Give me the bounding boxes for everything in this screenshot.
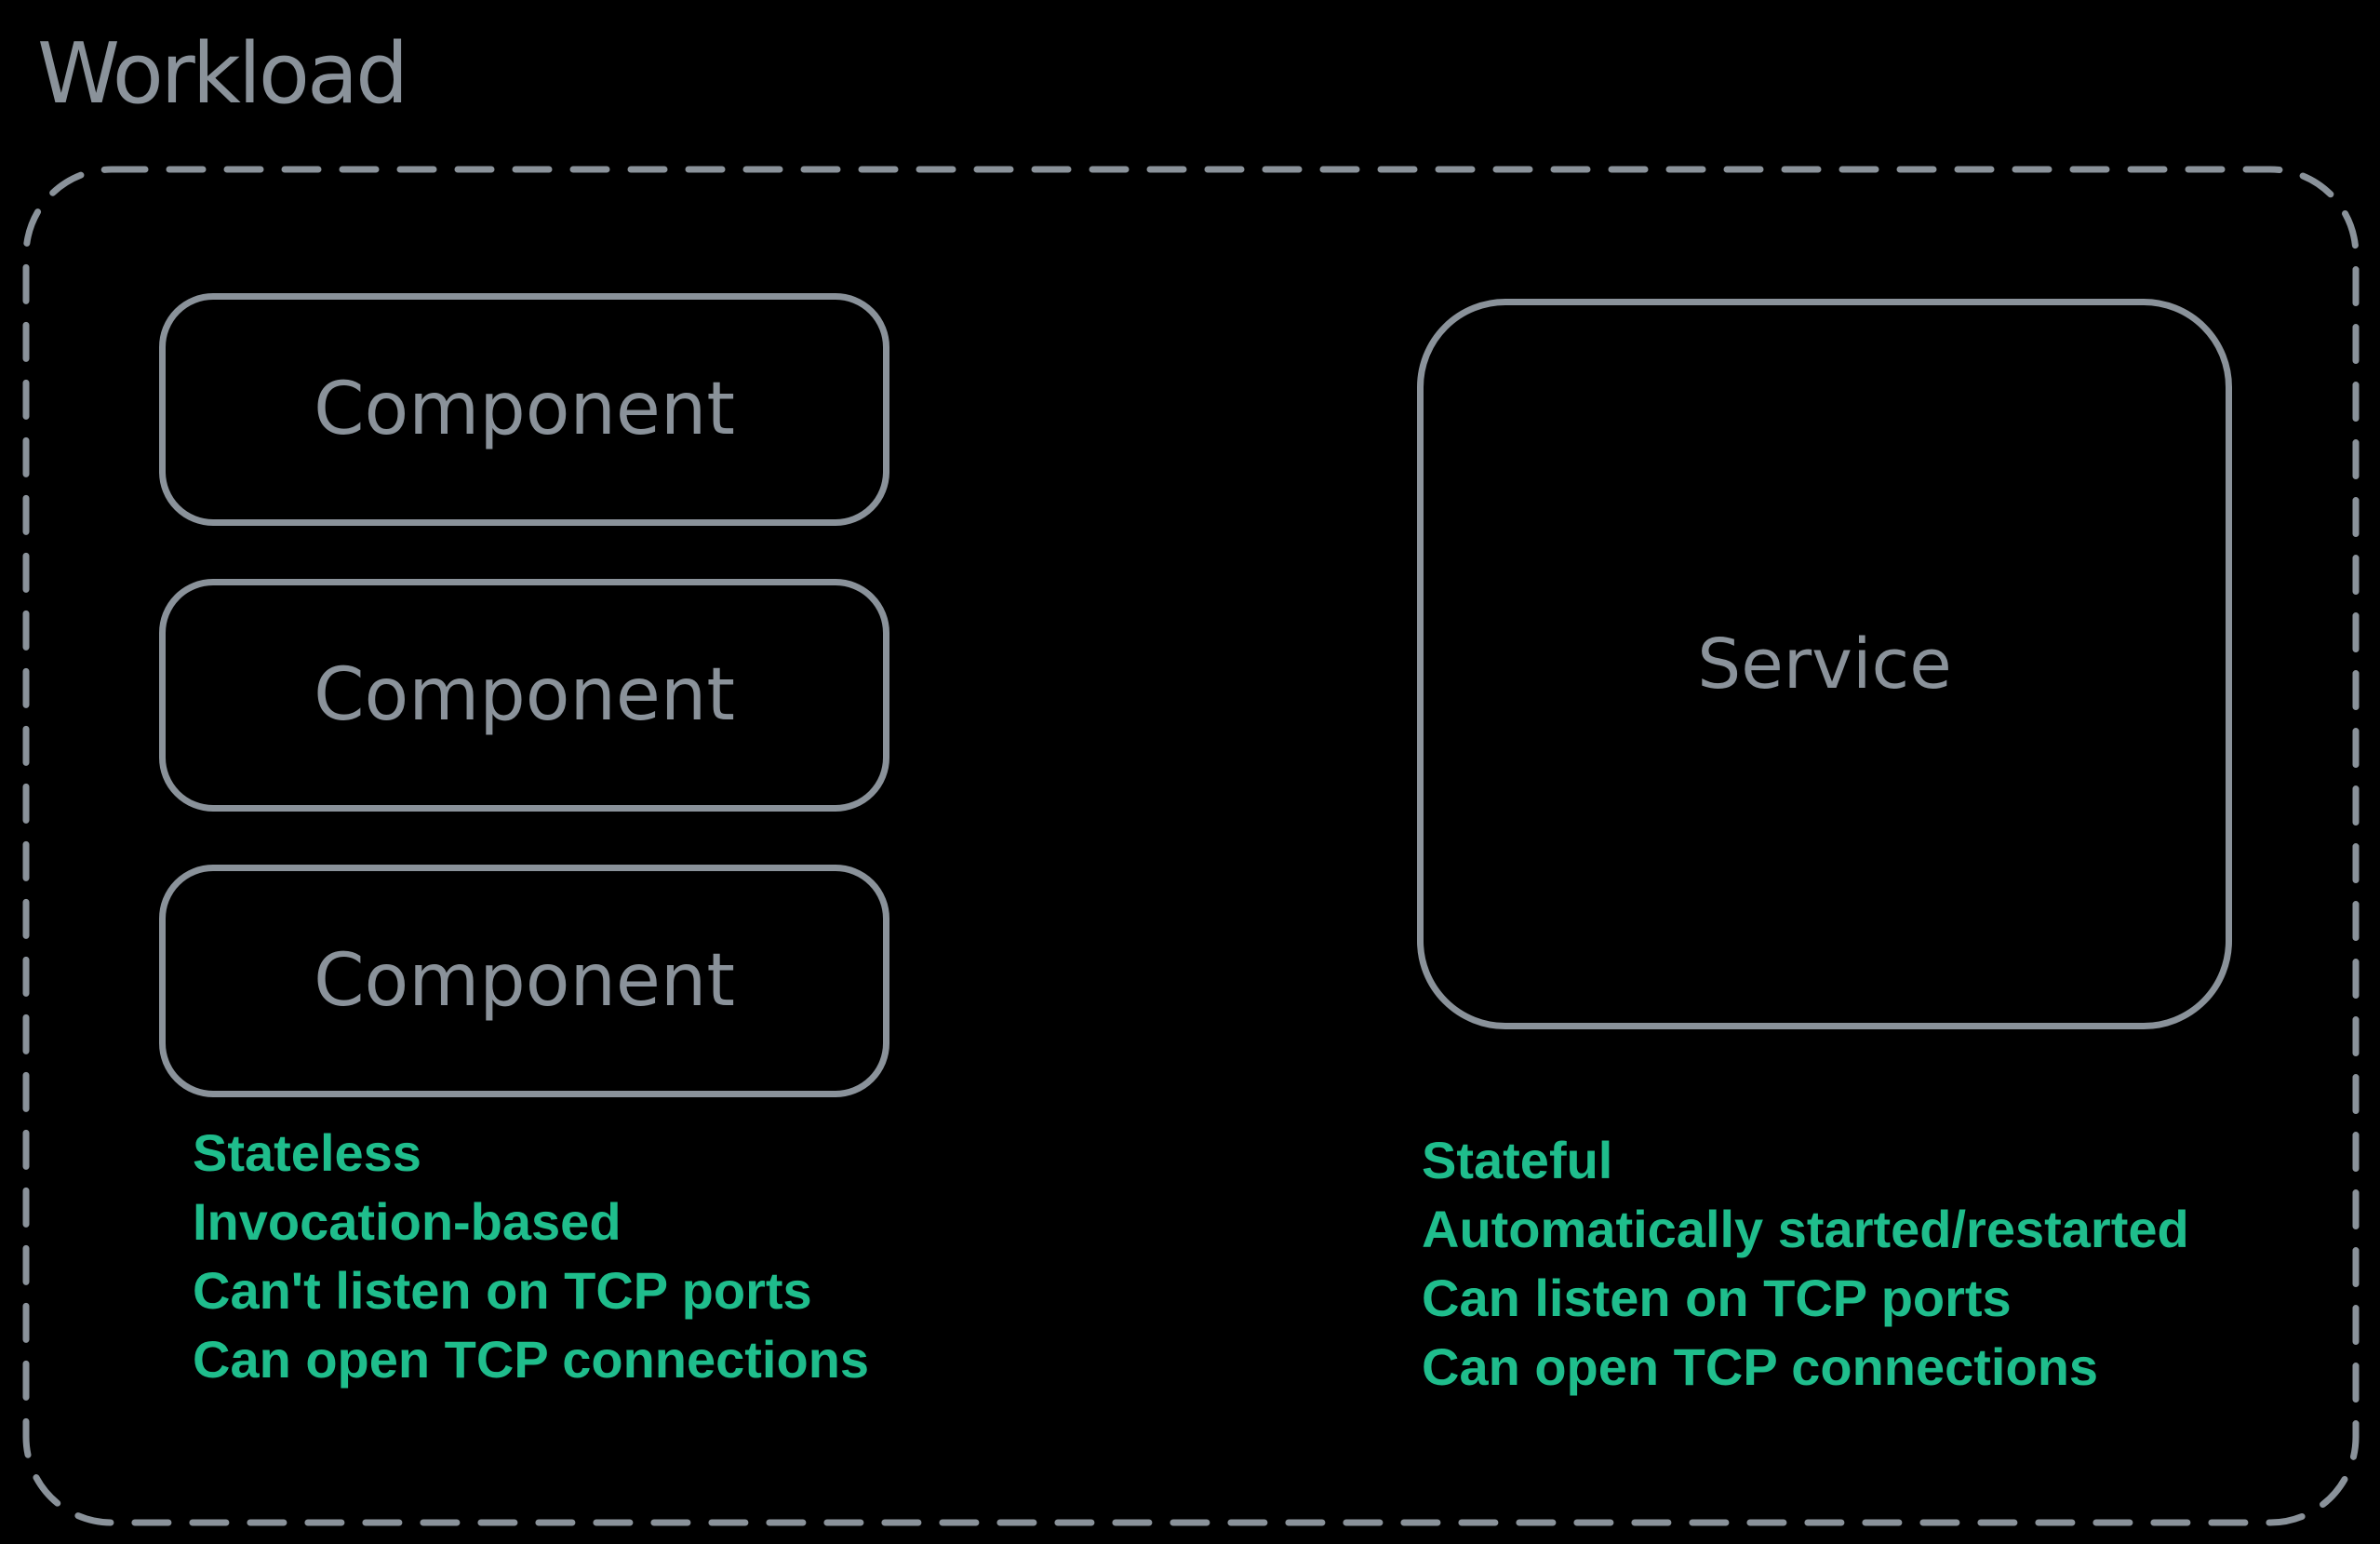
note-line: Can listen on TCP ports: [1422, 1269, 2012, 1327]
component-label: Component: [314, 653, 735, 737]
component-label: Component: [314, 368, 735, 451]
service-notes-list: Stateful Automatically started/restarted…: [1422, 1126, 2189, 1402]
component-box: Component: [159, 865, 889, 1097]
workload-title: Workload: [37, 25, 408, 123]
note-line: Stateless: [193, 1123, 421, 1182]
note-line: Can't listen on TCP ports: [193, 1261, 812, 1320]
component-box: Component: [159, 293, 889, 526]
note-line: Can open TCP connections: [1422, 1337, 2099, 1396]
component-label: Component: [314, 939, 735, 1023]
service-label: Service: [1697, 624, 1952, 705]
note-line: Can open TCP connections: [193, 1330, 870, 1389]
dashed-boundary-rect: [22, 166, 2360, 1526]
service-box: Service: [1417, 299, 2232, 1029]
components-column: Component Component Component: [159, 293, 889, 1097]
component-box: Component: [159, 579, 889, 812]
workload-dashed-border: [22, 166, 2360, 1526]
component-notes-list: Stateless Invocation-based Can't listen …: [193, 1119, 869, 1394]
note-line: Invocation-based: [193, 1192, 622, 1251]
note-line: Stateful: [1422, 1131, 1613, 1189]
note-line: Automatically started/restarted: [1422, 1200, 2189, 1258]
